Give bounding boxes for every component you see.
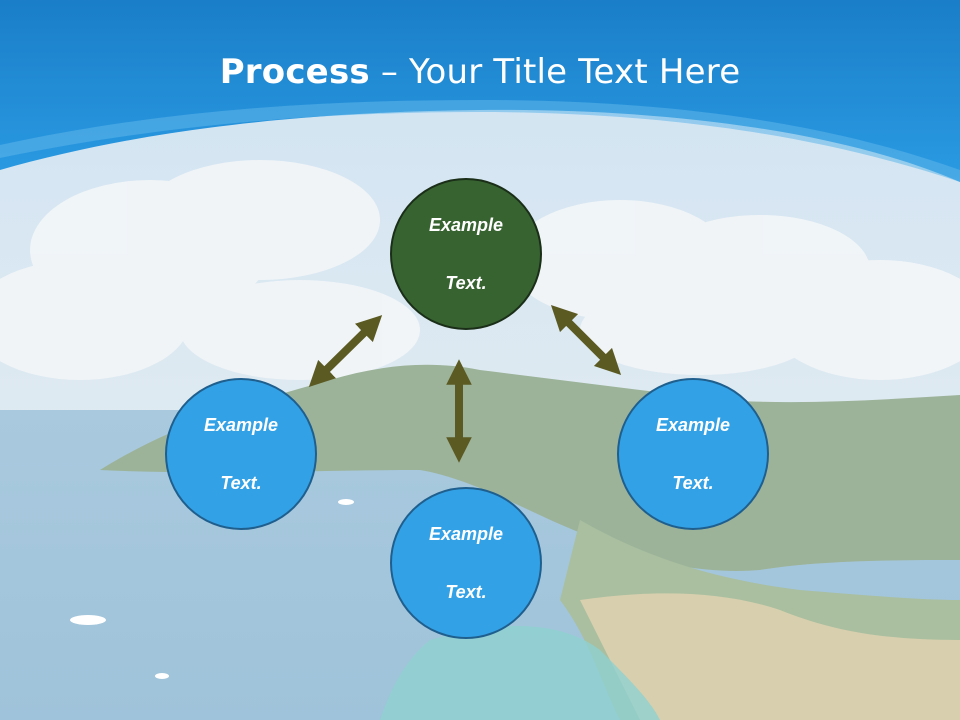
arrow-top-left: [308, 315, 383, 387]
node-bottom-line2: Text.: [445, 581, 487, 602]
node-left-line2: Text.: [220, 472, 262, 493]
arrow-top-right: [550, 304, 622, 376]
node-right-line1: Example: [655, 414, 731, 435]
node-top-line1: Example: [428, 214, 504, 235]
node-right-line2: Text.: [672, 472, 714, 493]
node-top-line2: Text.: [445, 272, 487, 293]
node-bottom-line1: Example: [428, 523, 504, 544]
node-left-line1: Example: [203, 414, 279, 435]
title-rest: – Your Title Text Here: [369, 52, 741, 92]
slide-title: Process – Your Title Text Here: [0, 52, 960, 92]
title-bold: Process: [219, 52, 370, 92]
